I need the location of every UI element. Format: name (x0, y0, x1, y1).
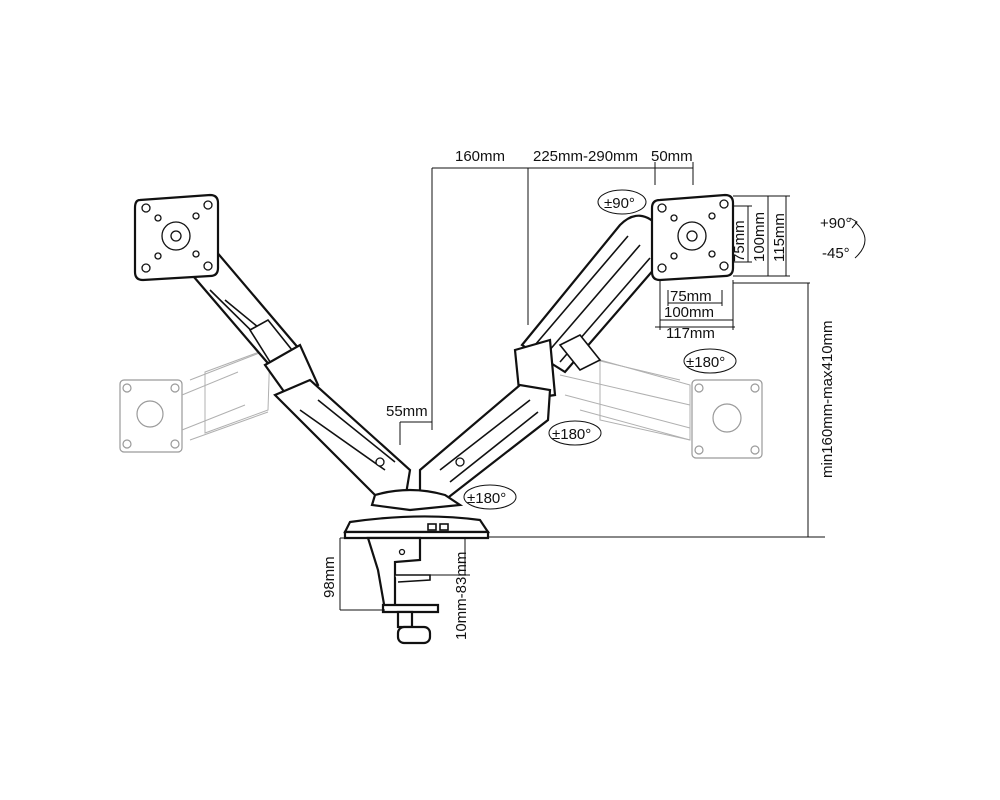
dim-vesa-100-h: 100mm (751, 212, 768, 262)
right-arm (418, 214, 664, 502)
desk-clamp (366, 536, 440, 645)
rot-swivel-base: ±180° (467, 490, 506, 507)
dim-plate-offset: 50mm (651, 148, 693, 165)
dim-vesa-75-w: 75mm (670, 288, 712, 305)
rot-swivel-upper: ±180° (686, 354, 725, 371)
dim-reach-center: 160mm (455, 148, 505, 165)
rot-swivel-mid: ±180° (552, 426, 591, 443)
rot-tilt-up: +90° (820, 215, 851, 232)
column-base (343, 488, 491, 540)
dim-column-width: 55mm (386, 403, 428, 420)
dim-plate-height: 115mm (771, 213, 788, 262)
ghost-left-monitor-plate (119, 347, 271, 453)
dim-plate-width: 117mm (666, 325, 715, 342)
rotation-arrows (463, 189, 866, 510)
dim-vesa-100-w: 100mm (664, 304, 714, 321)
ghost-right-monitor-plate (559, 354, 763, 459)
rot-tilt-down: -45° (822, 245, 850, 262)
left-vesa-plate (133, 193, 220, 282)
dim-clamp-range: 10mm-83mm (453, 552, 470, 640)
dim-arm-extension: 225mm-290mm (533, 148, 638, 165)
dim-base-height: 98mm (321, 556, 338, 598)
dim-vesa-75-h: 75mm (731, 220, 748, 262)
dim-height-range: min160mm-max410mm (819, 320, 836, 478)
left-arm (186, 248, 412, 502)
dimension-lines (339, 162, 825, 611)
rot-plate: ±90° (604, 195, 635, 212)
right-vesa-plate (650, 193, 735, 282)
